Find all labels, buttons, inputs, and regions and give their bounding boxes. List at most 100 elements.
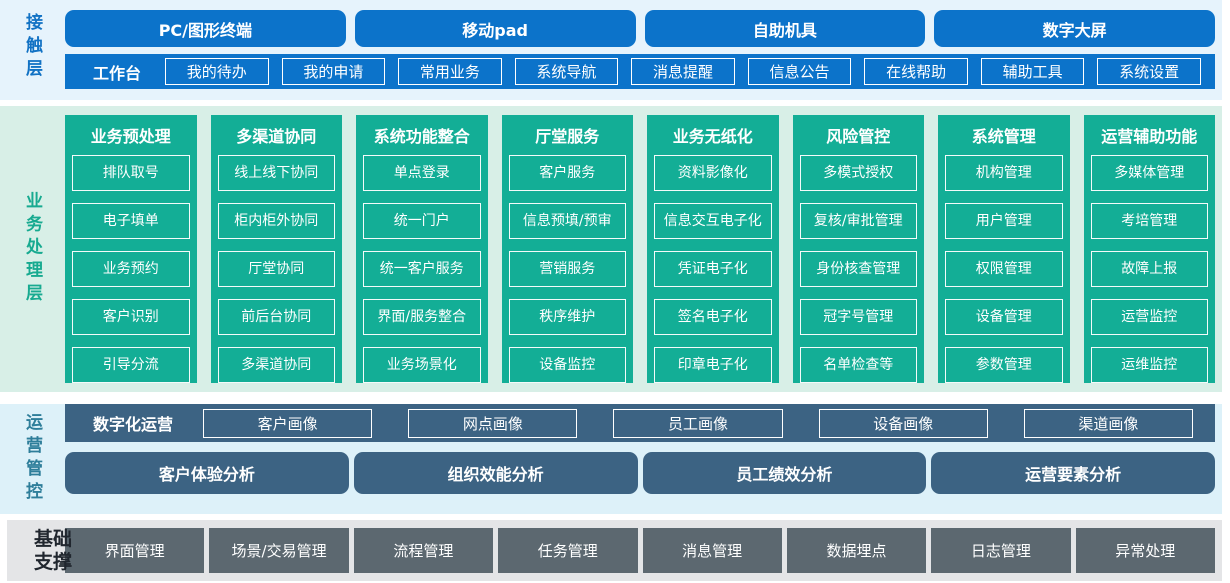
- business-column-item: 资料影像化: [654, 155, 772, 191]
- business-column-item: 排队取号: [72, 155, 190, 191]
- channel-box: 自助机具: [644, 10, 926, 47]
- channel-box: PC/图形终端: [65, 10, 346, 47]
- digital-ops-item: 客户画像: [203, 408, 373, 438]
- business-column-title: 业务无纸化: [672, 127, 753, 146]
- business-column-item: 多渠道协同: [217, 347, 335, 383]
- foundation-label-line1: 基础: [34, 527, 73, 550]
- contact-layer-label: 接触层: [22, 13, 42, 82]
- business-column: 多渠道协同 线上线下协同柜内柜外协同厅堂协同前后台协同多渠道协同: [210, 115, 342, 383]
- business-column-item: 冠字号管理: [799, 299, 917, 335]
- business-column-item: 身份核查管理: [799, 251, 917, 287]
- workbench-item: 系统设置: [1097, 58, 1201, 85]
- business-column-item: 多媒体管理: [1090, 155, 1208, 191]
- business-column-item: 考培管理: [1090, 203, 1208, 239]
- foundation-item: 消息管理: [642, 528, 782, 573]
- business-column-item: 厅堂协同: [217, 251, 335, 287]
- business-column: 业务无纸化 资料影像化信息交互电子化凭证电子化签名电子化印章电子化: [647, 115, 779, 383]
- business-column-title: 运营辅助功能: [1101, 127, 1198, 146]
- business-column-item: 客户服务: [508, 155, 626, 191]
- business-column-item: 故障上报: [1090, 251, 1208, 287]
- business-layer-strip: 业务处理层 业务预处理 排队取号电子填单业务预约客户识别引导分流 多渠道协同 线…: [0, 106, 1222, 392]
- channel-box: 数字大屏: [934, 10, 1215, 47]
- business-column-item: 界面/服务整合: [363, 299, 481, 335]
- channel-box: 移动pad: [354, 10, 636, 47]
- business-column-item: 多模式授权: [799, 155, 917, 191]
- business-column-item: 印章电子化: [654, 347, 772, 383]
- analysis-bar-row: 客户体验分析组织效能分析员工绩效分析运营要素分析: [65, 452, 1215, 494]
- business-column-item: 柜内柜外协同: [217, 203, 335, 239]
- foundation-label-line2: 支撑: [34, 550, 73, 573]
- operations-layer-label: 运营管控: [22, 413, 42, 505]
- business-column-item: 名单检查等: [799, 347, 917, 383]
- business-column-item: 业务场景化: [363, 347, 481, 383]
- digital-ops-item: 设备画像: [818, 408, 988, 438]
- business-column-item: 线上线下协同: [217, 155, 335, 191]
- analysis-bar: 客户体验分析: [65, 452, 349, 494]
- digital-ops-label: 数字化运营: [93, 415, 174, 434]
- business-column-title: 厅堂服务: [535, 127, 600, 146]
- business-layer-label: 业务处理层: [22, 191, 42, 307]
- business-column-item: 运营监控: [1090, 299, 1208, 335]
- workbench-bar: 工作台 我的待办我的申请常用业务系统导航消息提醒信息公告在线帮助辅助工具系统设置: [65, 54, 1215, 89]
- business-column-title: 系统功能整合: [373, 127, 470, 146]
- foundation-layer-label: 基础支撑: [34, 527, 72, 573]
- business-column-item: 前后台协同: [217, 299, 335, 335]
- foundation-item: 日志管理: [931, 528, 1071, 573]
- business-column-item: 信息预填/预审: [508, 203, 626, 239]
- digital-ops-item: 渠道画像: [1023, 408, 1194, 438]
- business-column: 厅堂服务 客户服务信息预填/预审营销服务秩序维护设备监控: [501, 115, 633, 383]
- analysis-bar: 员工绩效分析: [642, 452, 927, 494]
- foundation-item: 异常处理: [1075, 528, 1215, 573]
- workbench-item: 消息提醒: [631, 58, 735, 85]
- business-column-item: 统一门户: [363, 203, 481, 239]
- business-column-item: 权限管理: [945, 251, 1063, 287]
- foundation-item: 任务管理: [498, 528, 638, 573]
- business-column-item: 单点登录: [363, 155, 481, 191]
- foundation-item: 流程管理: [353, 528, 494, 573]
- business-column: 运营辅助功能 多媒体管理考培管理故障上报运营监控运维监控: [1083, 115, 1215, 383]
- digital-ops-item: 员工画像: [613, 408, 783, 438]
- workbench-item: 辅助工具: [980, 58, 1085, 85]
- business-column: 系统管理 机构管理用户管理权限管理设备管理参数管理: [938, 115, 1070, 383]
- foundation-item: 场景/交易管理: [209, 528, 349, 573]
- business-column-title: 风险管控: [826, 127, 891, 146]
- workbench-label: 工作台: [93, 63, 142, 83]
- workbench-item: 我的待办: [165, 58, 269, 85]
- foundation-item: 界面管理: [65, 528, 205, 573]
- digital-ops-item: 网点画像: [408, 408, 578, 438]
- business-column-item: 设备监控: [508, 347, 626, 383]
- foundation-item: 数据埋点: [786, 528, 927, 573]
- business-column-item: 业务预约: [72, 251, 190, 287]
- digital-ops-item-row: 客户画像 网点画像 员工画像 设备画像 渠道画像: [203, 408, 1194, 438]
- workbench-item: 在线帮助: [864, 58, 968, 85]
- workbench-item: 信息公告: [747, 58, 852, 85]
- business-column-item: 机构管理: [945, 155, 1063, 191]
- business-column-item: 用户管理: [945, 203, 1063, 239]
- business-column-item: 运维监控: [1090, 347, 1208, 383]
- business-column-title: 业务预处理: [90, 127, 171, 146]
- business-column: 业务预处理 排队取号电子填单业务预约客户识别引导分流: [65, 115, 197, 383]
- business-column-item: 信息交互电子化: [654, 203, 772, 239]
- foundation-layer-strip: 基础支撑 界面管理场景/交易管理流程管理任务管理消息管理数据埋点日志管理异常处理: [7, 520, 1222, 581]
- business-column: 系统功能整合 单点登录统一门户统一客户服务界面/服务整合业务场景化: [356, 115, 488, 383]
- business-column-item: 秩序维护: [508, 299, 626, 335]
- business-column-item: 电子填单: [72, 203, 190, 239]
- business-column-title: 系统管理: [971, 127, 1036, 146]
- business-column: 风险管控 多模式授权复核/审批管理身份核查管理冠字号管理名单检查等: [792, 115, 924, 383]
- business-column-title: 多渠道协同: [236, 127, 317, 146]
- workbench-item: 我的申请: [281, 58, 386, 85]
- analysis-bar: 组织效能分析: [353, 452, 638, 494]
- operations-layer-strip: 运营管控 数字化运营 客户画像 网点画像 员工画像 设备画像 渠道画像 客户体验分析组织…: [0, 404, 1222, 514]
- analysis-bar: 运营要素分析: [931, 452, 1215, 494]
- workbench-item: 系统导航: [514, 58, 619, 85]
- digital-ops-bar: 数字化运营 客户画像 网点画像 员工画像 设备画像 渠道画像: [65, 404, 1215, 442]
- business-column-item: 引导分流: [72, 347, 190, 383]
- foundation-item-row: 界面管理场景/交易管理流程管理任务管理消息管理数据埋点日志管理异常处理: [65, 520, 1215, 573]
- business-column-item: 参数管理: [945, 347, 1063, 383]
- workbench-item-row: 我的待办我的申请常用业务系统导航消息提醒信息公告在线帮助辅助工具系统设置: [165, 58, 1201, 85]
- business-column-item: 复核/审批管理: [799, 203, 917, 239]
- business-column-item: 设备管理: [945, 299, 1063, 335]
